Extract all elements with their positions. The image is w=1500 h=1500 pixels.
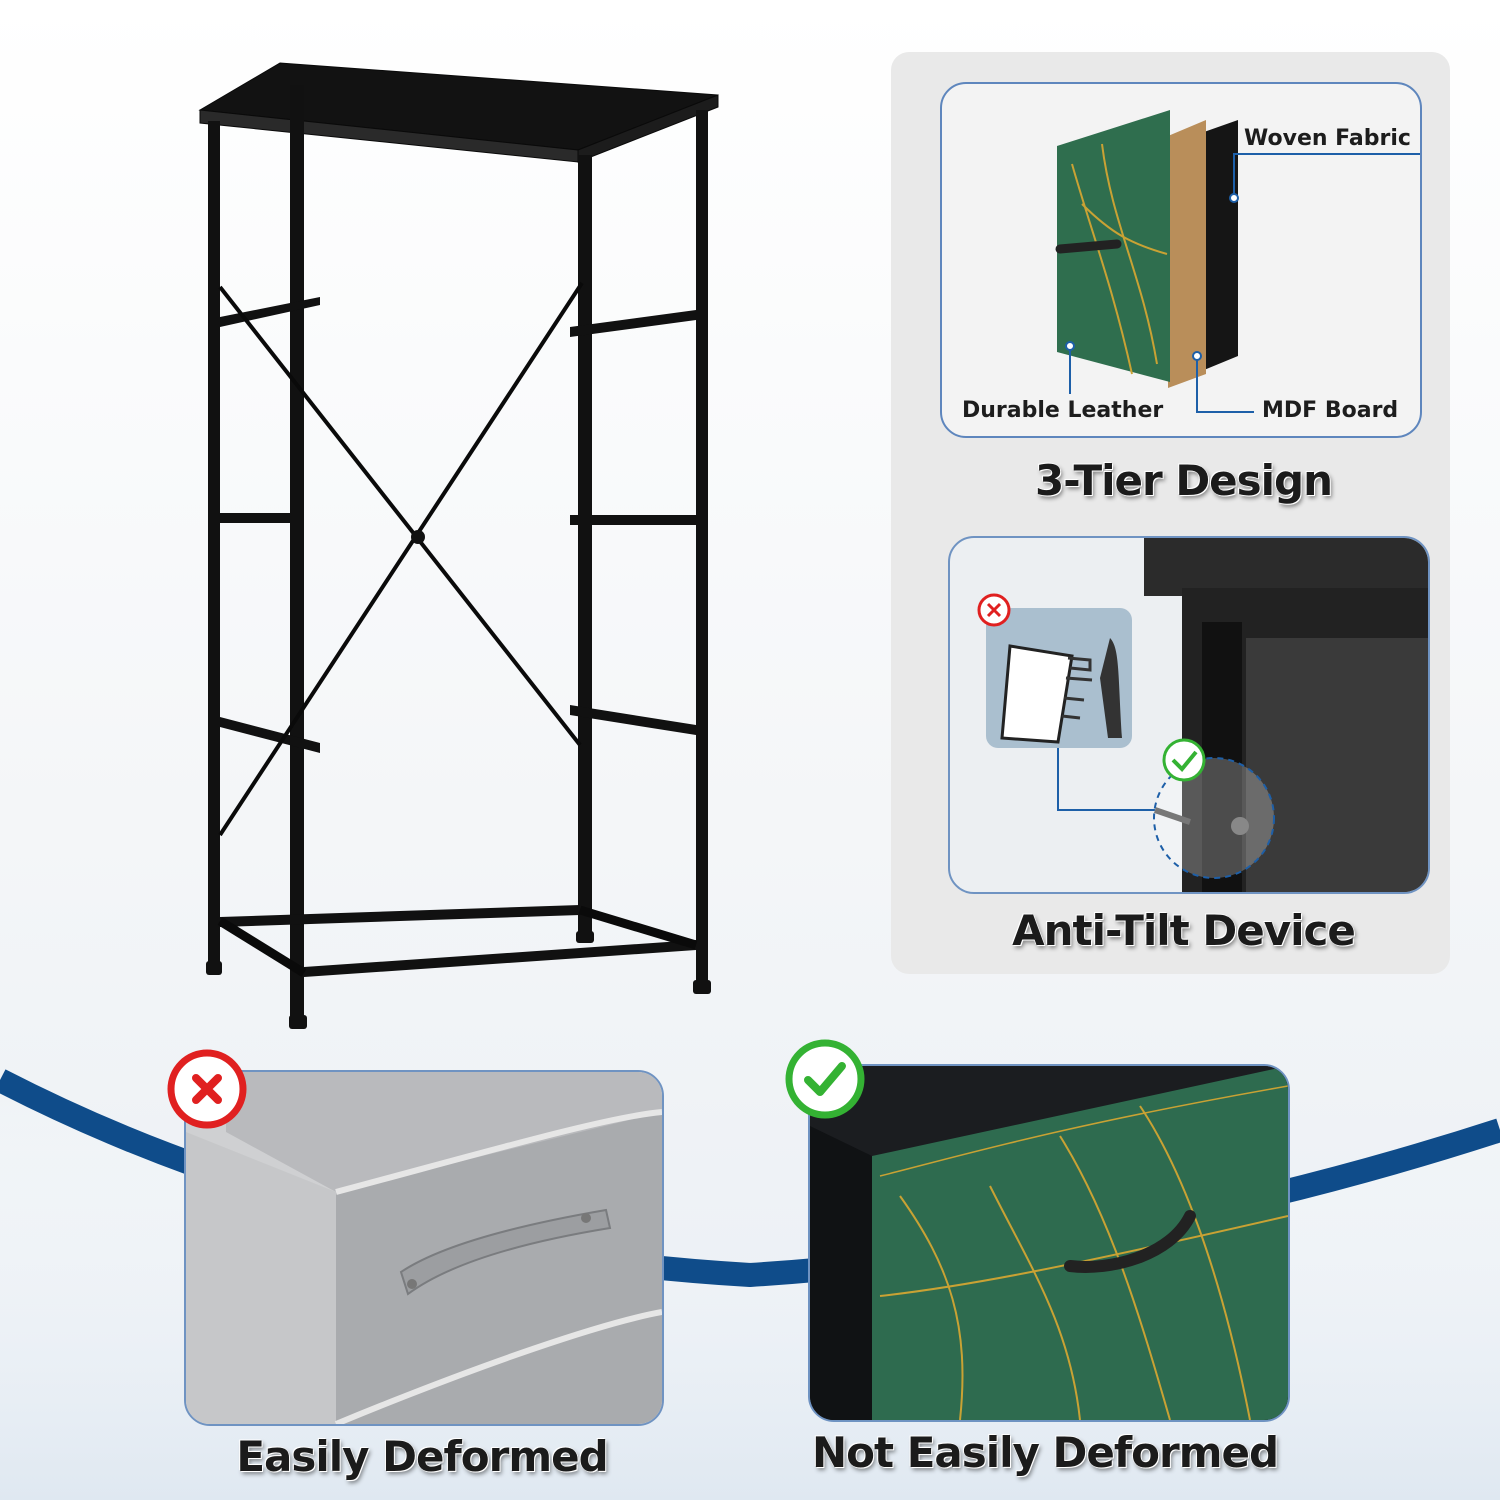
woven-fabric-label: Woven Fabric (1244, 126, 1411, 151)
leather-drawer-illustration (810, 1066, 1288, 1420)
anti-tilt-illustration (977, 538, 1428, 892)
durable-leather-label: Durable Leather (962, 398, 1164, 423)
materials-card: Woven Fabric Durable Leather MDF Board (940, 82, 1422, 438)
material-layers-illustration (1055, 110, 1420, 413)
anti-tilt-card (948, 536, 1430, 894)
fabric-drawer-card (184, 1070, 664, 1426)
anti-tilt-heading: Anti-Tilt Device (1012, 906, 1356, 955)
mdf-board-label: MDF Board (1262, 398, 1399, 423)
check-circle-icon (785, 1039, 865, 1119)
fabric-drawer-illustration (186, 1072, 662, 1424)
x-circle-icon (167, 1049, 247, 1129)
leather-drawer-card (808, 1064, 1290, 1422)
not-easily-deformed-label: Not Easily Deformed (811, 1428, 1279, 1477)
dresser-frame-illustration (198, 62, 719, 1029)
easily-deformed-label: Easily Deformed (236, 1432, 608, 1481)
tier-design-heading: 3-Tier Design (1034, 456, 1333, 505)
